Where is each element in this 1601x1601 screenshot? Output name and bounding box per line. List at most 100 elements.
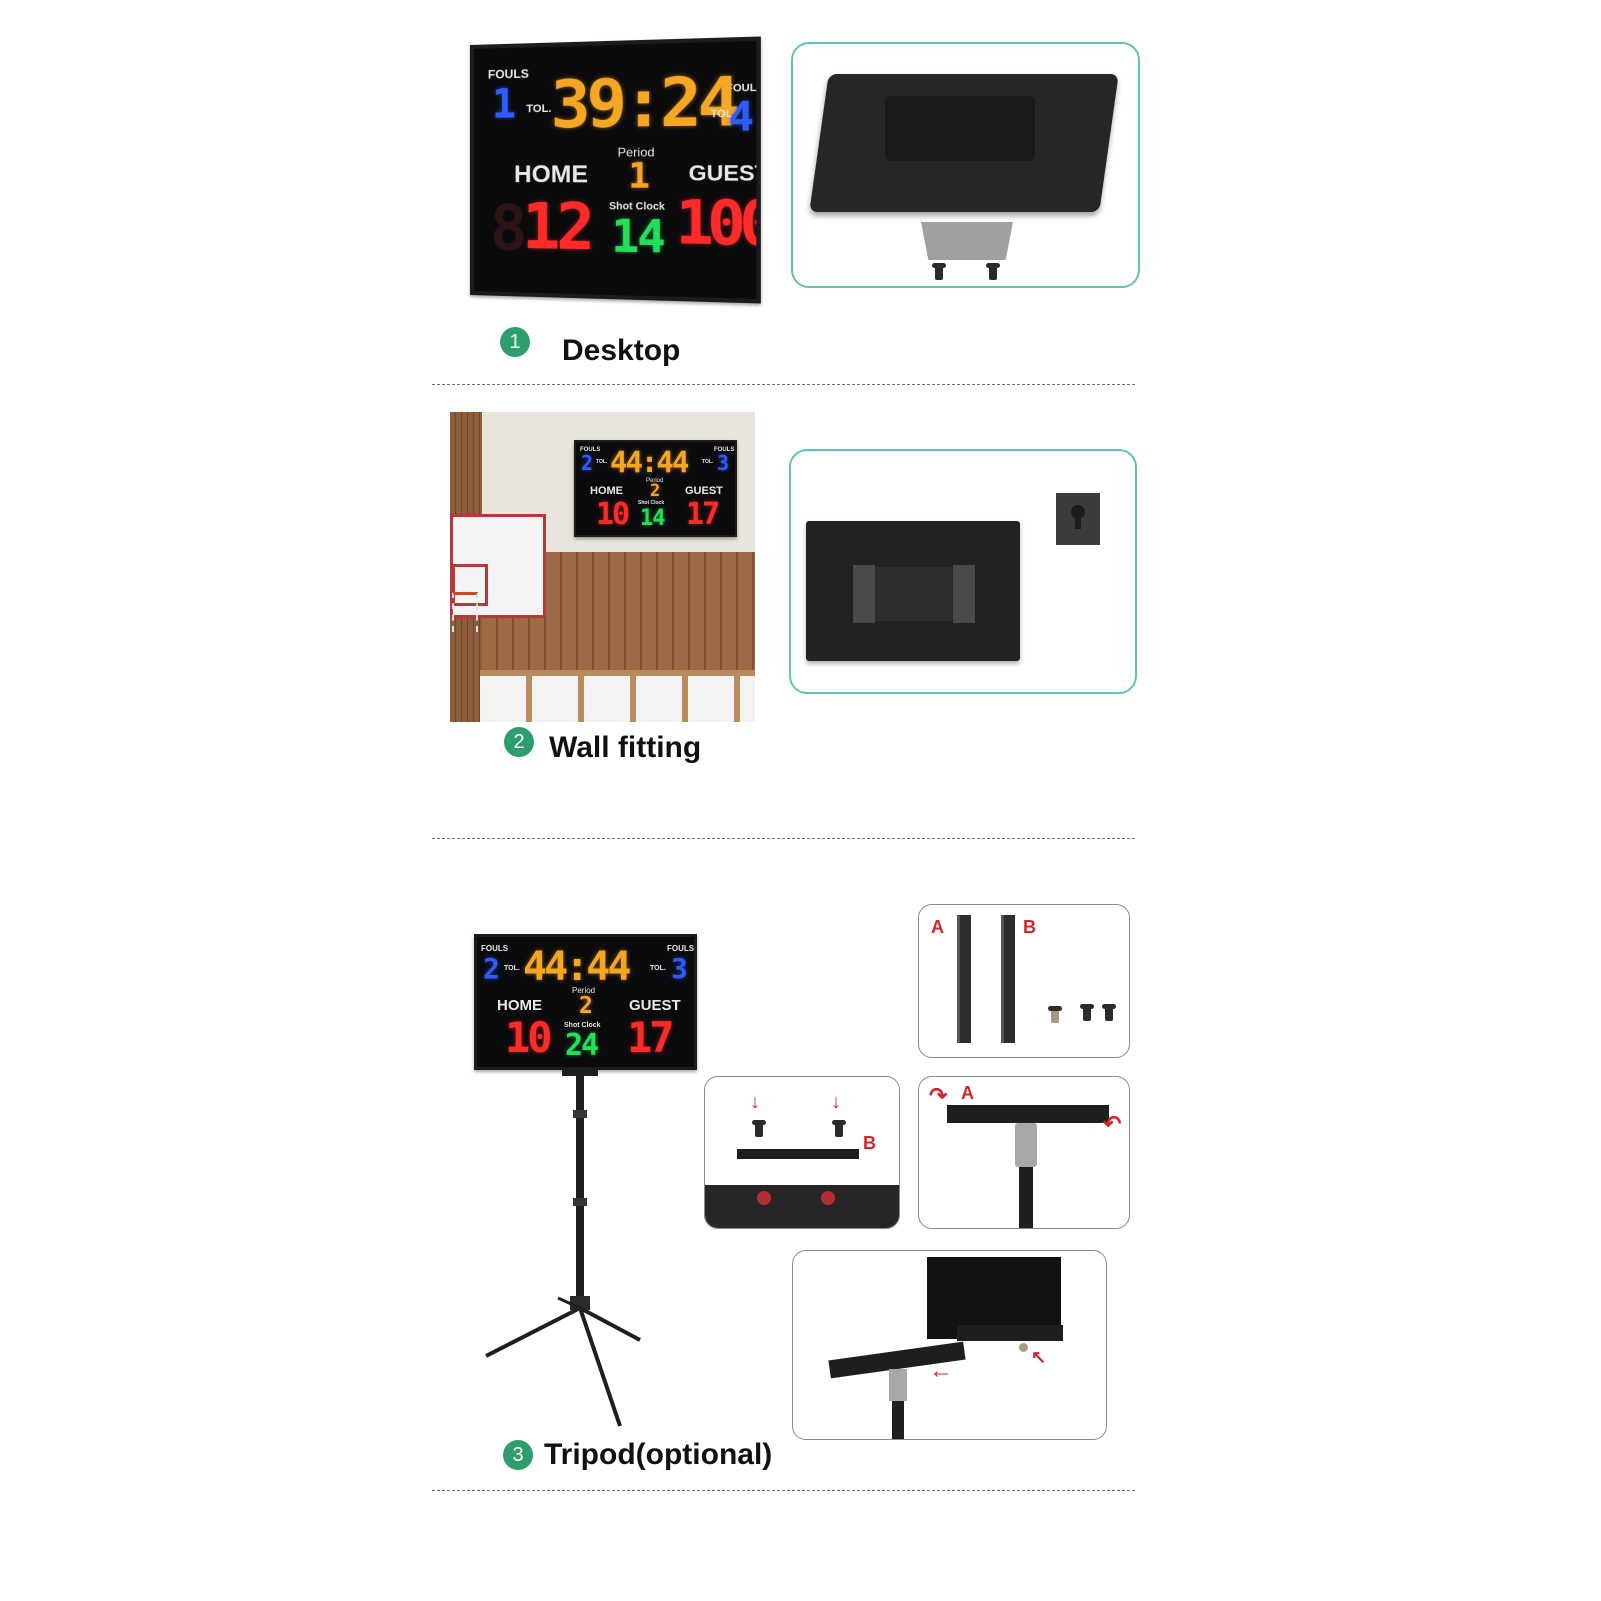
period-label: Period: [646, 478, 664, 484]
period-value: 1: [628, 155, 651, 198]
tol-right-label: TOL.: [650, 965, 666, 972]
fouls-left-label: FOULS: [487, 66, 529, 82]
rail-b: [1001, 915, 1015, 1043]
down-arrow-icon: ↓: [831, 1091, 841, 1113]
game-clock: 44:44: [610, 445, 689, 479]
tripod-head: [889, 1369, 907, 1401]
keyhole-stem: [1075, 515, 1081, 529]
rotate-arrow-icon: ↷: [929, 1083, 948, 1108]
tol-right-label: TOL.: [702, 459, 714, 465]
guest-score: 17: [627, 1013, 675, 1062]
step-2-label: Wall fitting: [549, 731, 702, 764]
divider-2: [432, 838, 1135, 839]
keyhole-mount-icon: [1056, 493, 1100, 545]
down-arrow-icon: ↓: [750, 1091, 760, 1113]
divider-3: [432, 1490, 1135, 1491]
gym-wall-photo: FOULS FOULS 2 TOL. 44:44 TOL. 3 Period H…: [450, 412, 755, 722]
home-fouls: 1: [491, 81, 517, 128]
guest-label: GUEST: [629, 997, 681, 1014]
tripod-stand: [485, 1068, 641, 1427]
screw-icon: [752, 1120, 766, 1137]
scoreboard-wall: FOULS FOULS 2 TOL. 44:44 TOL. 3 Period H…: [574, 440, 737, 537]
shot-clock-label: Shot Clock: [564, 1022, 601, 1029]
step-1-label: Desktop: [562, 334, 681, 367]
scoreboard-desktop: FOULS FOULS 1 TOL. 39:24 TOL. 4 Period H…: [470, 36, 761, 304]
tol-left-label: TOL.: [596, 459, 608, 465]
fouls-right-label: FOULS: [667, 944, 695, 953]
right-vent: [953, 565, 975, 623]
home-fouls: 2: [581, 451, 594, 475]
guest-label: GUEST: [688, 161, 761, 187]
tripod-head: [1015, 1123, 1037, 1167]
part-a-label: A: [931, 917, 944, 937]
rail-b-horizontal: [737, 1149, 859, 1159]
rail-a-tripod-panel: ↷ A ↶: [918, 1076, 1130, 1229]
guest-fouls: 4: [728, 93, 754, 141]
part-a-label: A: [961, 1083, 974, 1103]
thumb-screw-icon: [1019, 1343, 1028, 1352]
period-value: 2: [650, 481, 661, 501]
bleachers: [480, 670, 755, 722]
rail-b-on-board: [957, 1325, 1063, 1341]
divider-1: [432, 384, 1135, 385]
keyhole-slot: [1071, 505, 1085, 519]
left-vent: [853, 565, 875, 623]
bleacher-rail: [480, 670, 755, 676]
center-bracket: [875, 567, 953, 621]
screw-icon: [932, 263, 946, 280]
screw-icon: [986, 263, 1000, 280]
rail-b-mount-panel: ↓ ↓ B: [704, 1076, 900, 1229]
mounting-bracket-back: [885, 96, 1035, 161]
part-b-label: B: [1023, 917, 1036, 937]
home-score: 10: [596, 497, 630, 532]
game-clock: 44:44: [523, 944, 631, 990]
basketball-net: [452, 592, 478, 632]
rail-a-horizontal: [947, 1105, 1109, 1123]
home-label: HOME: [514, 160, 589, 189]
fouls-right-label: FOULS: [714, 447, 735, 453]
guest-score: 100: [675, 186, 761, 260]
guest-fouls: 3: [671, 952, 688, 985]
guest-fouls: 3: [717, 451, 730, 475]
tol-left-label: TOL.: [504, 965, 520, 972]
fouls-left-label: FOULS: [481, 944, 509, 953]
home-score: 12: [522, 189, 591, 265]
part-b-label: B: [863, 1133, 876, 1153]
home-label: HOME: [497, 997, 542, 1014]
home-score: 10: [505, 1013, 553, 1062]
guest-score: 17: [686, 497, 720, 532]
mount-hole-icon: [757, 1191, 771, 1205]
slide-left-arrow-icon: ←: [929, 1357, 953, 1384]
scoreboard-bottom-edge: [705, 1185, 899, 1228]
backboard: [450, 514, 546, 618]
backboard-square: [452, 564, 488, 606]
desktop-back-view-panel: [791, 42, 1140, 288]
thumb-screw-icon: [1048, 1006, 1062, 1023]
rail-a: [957, 915, 971, 1043]
rotate-arrow-icon: ↶: [1103, 1111, 1122, 1136]
guest-label: GUEST: [685, 485, 723, 497]
screw-icon: [832, 1120, 846, 1137]
period-label: Period: [572, 986, 596, 995]
screw-icon: [1102, 1004, 1116, 1021]
step-3-badge: 3: [503, 1440, 533, 1470]
desktop-stand-plate: [921, 222, 1013, 260]
mount-hole-icon: [821, 1191, 835, 1205]
shot-clock-value: 14: [611, 210, 664, 265]
fouls-left-label: FOULS: [580, 447, 601, 453]
tripod-pole: [1019, 1167, 1033, 1228]
parts-panel: A B: [918, 904, 1130, 1058]
step-3-label: Tripod(optional): [544, 1438, 773, 1471]
scoreboard-tripod: FOULS FOULS 2 TOL. 44:44 TOL. 3 Period H…: [474, 934, 697, 1070]
step-2-badge: 2: [504, 727, 534, 757]
home-fouls: 2: [483, 952, 500, 985]
period-value: 2: [579, 993, 593, 1019]
tol-left-label: TOL.: [526, 102, 552, 116]
shot-clock-label: Shot Clock: [638, 500, 665, 506]
game-clock: 39:24: [550, 63, 736, 144]
shot-clock-value: 14: [640, 506, 665, 531]
assembly-panel: ← ↖: [792, 1250, 1107, 1440]
up-arrow-icon: ↖: [1031, 1347, 1047, 1367]
step-1-badge: 1: [500, 327, 530, 357]
screw-icon: [1080, 1004, 1094, 1021]
